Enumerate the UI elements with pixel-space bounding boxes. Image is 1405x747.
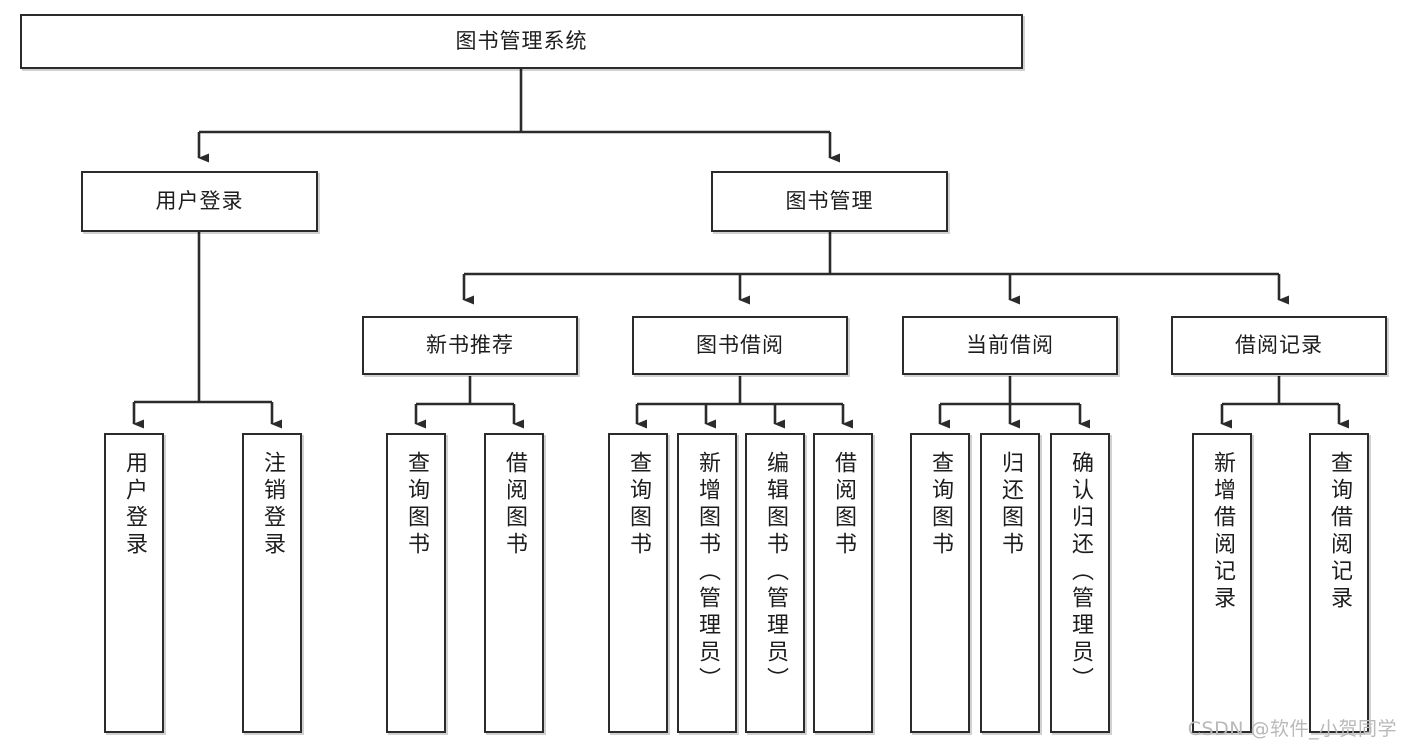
node-book-management[interactable]: 图书管理 <box>711 171 948 232</box>
node-root[interactable]: 图书管理系统 <box>20 14 1023 69</box>
node-borrow-record[interactable]: 借阅记录 <box>1171 316 1387 375</box>
leaf-current-borrow-query[interactable]: 查询图书 <box>910 433 970 733</box>
leaf-label: 借阅图书 <box>831 451 856 559</box>
leaf-new-book-borrow[interactable]: 借阅图书 <box>484 433 544 733</box>
leaf-current-borrow-return[interactable]: 归还图书 <box>980 433 1040 733</box>
leaf-borrow-record-query[interactable]: 查询借阅记录 <box>1309 433 1369 733</box>
leaf-book-borrow-borrow[interactable]: 借阅图书 <box>813 433 873 733</box>
node-current-borrow[interactable]: 当前借阅 <box>902 316 1118 375</box>
leaf-current-borrow-confirm-return[interactable]: 确认归还（管理员） <box>1050 433 1110 733</box>
leaf-label: 查询图书 <box>928 451 953 559</box>
node-book-borrow[interactable]: 图书借阅 <box>632 316 848 375</box>
leaf-label: 新增借阅记录 <box>1210 451 1235 613</box>
leaf-label: 用户登录 <box>122 451 147 559</box>
node-borrow-record-label: 借阅记录 <box>1235 333 1323 358</box>
leaf-user-login-login[interactable]: 用户登录 <box>104 433 164 733</box>
leaf-label: 注销登录 <box>260 451 285 559</box>
node-book-management-label: 图书管理 <box>785 189 874 214</box>
leaf-label: 编辑图书（管理员） <box>763 451 788 694</box>
node-new-book-recommend-label: 新书推荐 <box>426 333 514 358</box>
node-book-borrow-label: 图书借阅 <box>696 333 784 358</box>
leaf-user-login-logout[interactable]: 注销登录 <box>242 433 302 733</box>
node-root-label: 图书管理系统 <box>455 29 588 54</box>
leaf-book-borrow-add[interactable]: 新增图书（管理员） <box>677 433 737 733</box>
leaf-label: 新增图书（管理员） <box>695 451 720 694</box>
node-new-book-recommend[interactable]: 新书推荐 <box>362 316 578 375</box>
node-user-login[interactable]: 用户登录 <box>81 171 318 232</box>
leaf-label: 归还图书 <box>998 451 1023 559</box>
leaf-label: 查询借阅记录 <box>1327 451 1352 613</box>
leaf-label: 查询图书 <box>626 451 651 559</box>
leaf-book-borrow-query[interactable]: 查询图书 <box>608 433 668 733</box>
leaf-borrow-record-add[interactable]: 新增借阅记录 <box>1192 433 1252 733</box>
leaf-label: 借阅图书 <box>502 451 527 559</box>
leaf-label: 查询图书 <box>404 451 429 559</box>
node-current-borrow-label: 当前借阅 <box>966 333 1054 358</box>
leaf-new-book-query[interactable]: 查询图书 <box>386 433 446 733</box>
leaf-label: 确认归还（管理员） <box>1068 451 1093 694</box>
leaf-book-borrow-edit[interactable]: 编辑图书（管理员） <box>745 433 805 733</box>
node-user-login-label: 用户登录 <box>155 189 244 214</box>
watermark: CSDN @软件_小贺同学 <box>1187 718 1397 740</box>
